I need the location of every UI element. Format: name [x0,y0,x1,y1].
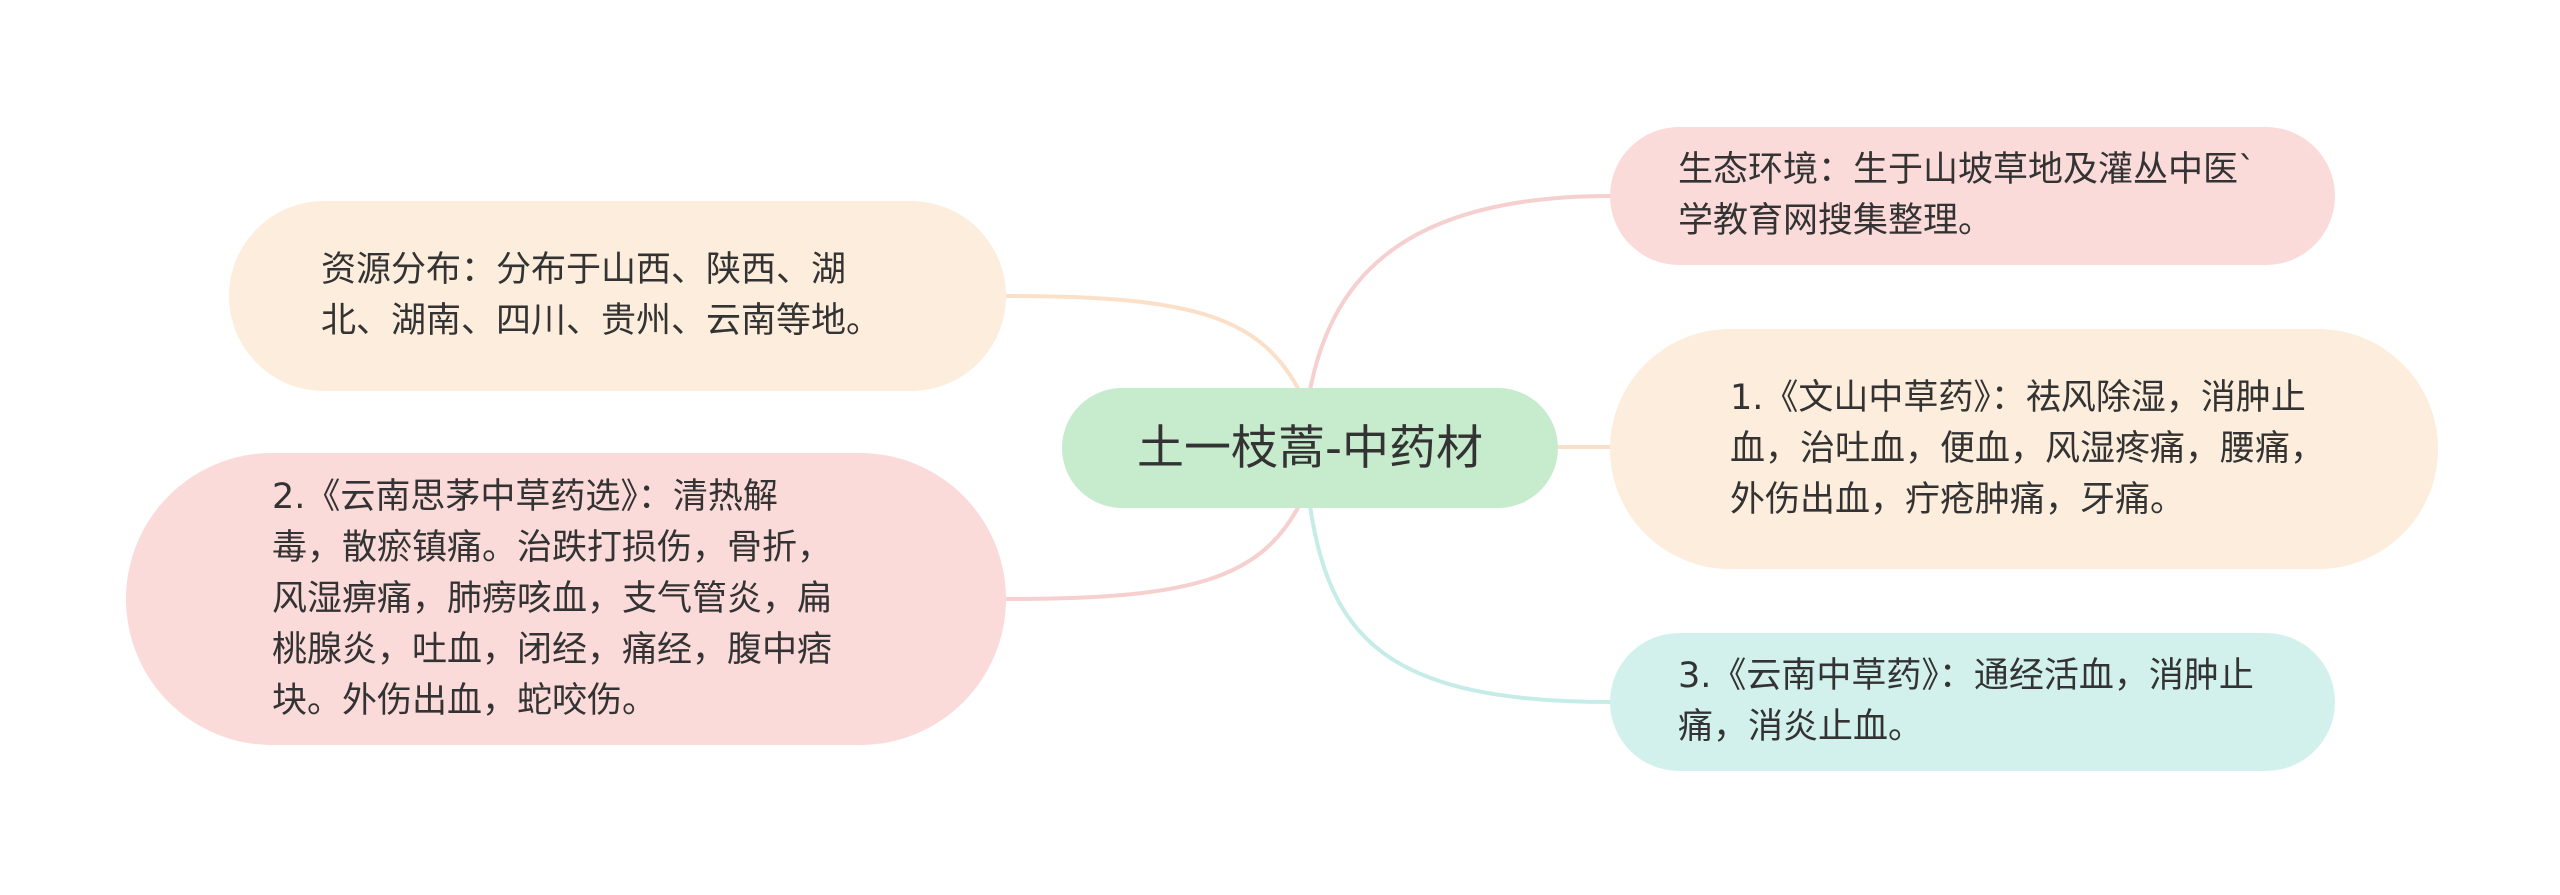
link-yunnan3 [1308,505,1611,704]
topic-wenshan-herbal[interactable]: 1.《文山中草药》：祛风除湿，消肿止血，治吐血，便血，风湿疼痛，腰痛，外伤出血，… [1610,329,2438,569]
topic-yunnan-herbal-text: 3.《云南中草药》：通经活血，消肿止痛，消炎止血。 [1678,656,2254,747]
topic-simao-herbal[interactable]: 2.《云南思茅中草药选》：清热解毒，散瘀镇痛。治跌打损伤，骨折，风湿痹痛，肺痨咳… [126,453,1006,745]
link-ecology [1308,194,1611,391]
topic-ecology-text: 生态环境：生于山坡草地及灌丛中医`学教育网搜集整理。 [1678,150,2256,241]
central-topic[interactable]: 土一枝蒿-中药材 [1062,388,1558,508]
topic-yunnan-herbal[interactable]: 3.《云南中草药》：通经活血，消肿止痛，消炎止血。 [1610,633,2335,771]
topic-resource-distribution[interactable]: 资源分布：分布于山西、陕西、湖北、湖南、四川、贵州、云南等地。 [229,201,1006,391]
topic-ecology[interactable]: 生态环境：生于山坡草地及灌丛中医`学教育网搜集整理。 [1610,127,2335,265]
topic-resource-distribution-text: 资源分布：分布于山西、陕西、湖北、湖南、四川、贵州、云南等地。 [321,250,882,341]
central-topic-label: 土一枝蒿-中药材 [1137,420,1483,476]
link-resource [1005,294,1302,393]
topic-wenshan-herbal-text: 1.《文山中草药》：祛风除湿，消肿止血，治吐血，便血，风湿疼痛，腰痛，外伤出血，… [1730,377,2326,520]
link-simao [1005,503,1302,601]
topic-simao-herbal-text: 2.《云南思茅中草药选》：清热解毒，散瘀镇痛。治跌打损伤，骨折，风湿痹痛，肺痨咳… [272,476,833,721]
